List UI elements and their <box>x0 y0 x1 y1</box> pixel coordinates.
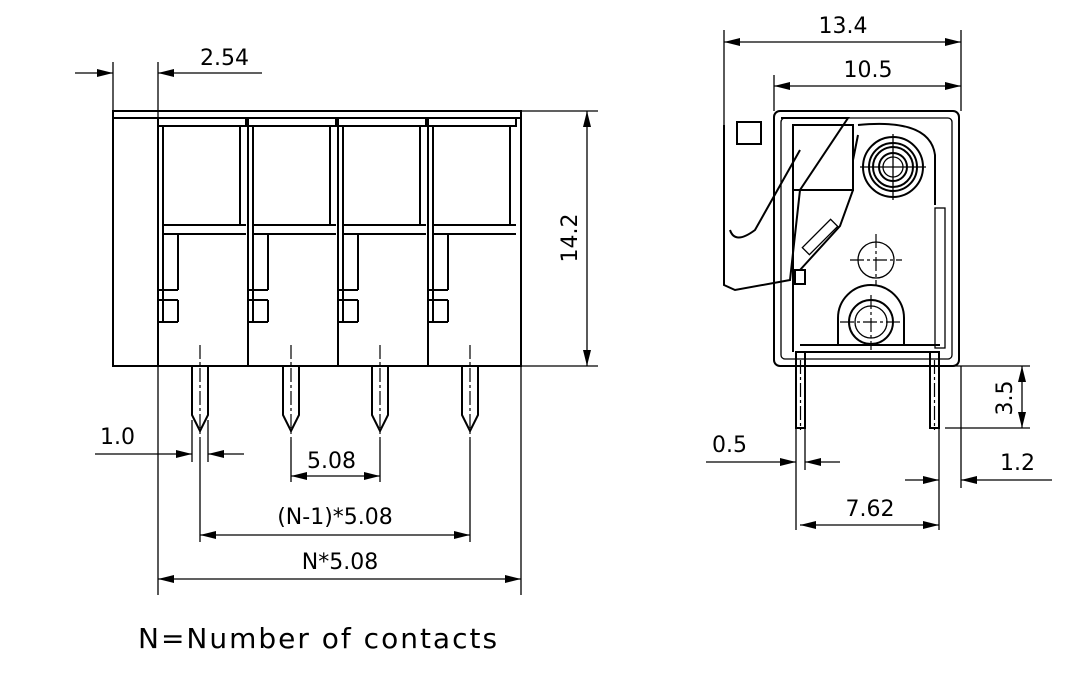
dim-label-3.5: 3.5 <box>993 381 1018 416</box>
dim-n: N*5.08 <box>157 366 522 595</box>
pin-4 <box>461 345 479 440</box>
mount-hole-icon <box>850 234 902 286</box>
dim-label-14.2: 14.2 <box>558 214 583 263</box>
dim-label-2.54: 2.54 <box>200 46 249 71</box>
dim-label-n-minus-1: (N-1)*5.08 <box>277 505 393 530</box>
front-view <box>112 110 522 440</box>
dim-label-0.5: 0.5 <box>712 433 747 458</box>
dim-0.5: 0.5 <box>706 428 840 530</box>
dim-label-1.0: 1.0 <box>100 425 135 450</box>
screw-icon <box>860 134 926 200</box>
pin-3 <box>371 345 389 440</box>
dim-10.5: 10.5 <box>773 58 961 111</box>
side-pin-left <box>795 351 806 430</box>
contact-slot-4 <box>427 117 517 323</box>
wire-entry-icon <box>837 284 905 350</box>
caption-text: N=Number of contacts <box>138 622 499 655</box>
actuator-lever <box>723 117 936 292</box>
dim-1.0: 1.0 <box>95 420 244 462</box>
side-view <box>723 110 960 430</box>
dim-3.5: 3.5 <box>945 365 1030 429</box>
dim-7.62: 7.62 <box>800 497 939 529</box>
dim-13.4: 13.4 <box>723 14 962 125</box>
contact-slot-1 <box>157 117 247 323</box>
dim-label-10.5: 10.5 <box>844 58 893 83</box>
side-body <box>773 110 960 367</box>
dim-5.08: 5.08 <box>290 440 381 482</box>
dim-label-1.2: 1.2 <box>1000 451 1035 476</box>
side-pin-right <box>929 351 940 430</box>
front-body-outline <box>112 110 522 367</box>
dim-label-13.4: 13.4 <box>819 14 868 39</box>
dim-label-n: N*5.08 <box>302 550 378 575</box>
dim-label-5.08: 5.08 <box>307 449 356 474</box>
pin-1 <box>191 345 209 440</box>
dim-2.54: 2.54 <box>75 46 262 118</box>
pin-2 <box>282 345 300 440</box>
contact-slot-2 <box>247 117 337 323</box>
contact-slot-3 <box>337 117 427 323</box>
dim-1.2: 1.2 <box>905 366 1052 530</box>
dim-14.2: 14.2 <box>521 110 598 367</box>
dim-n-minus-1: (N-1)*5.08 <box>199 440 471 542</box>
dim-label-7.62: 7.62 <box>846 497 895 522</box>
